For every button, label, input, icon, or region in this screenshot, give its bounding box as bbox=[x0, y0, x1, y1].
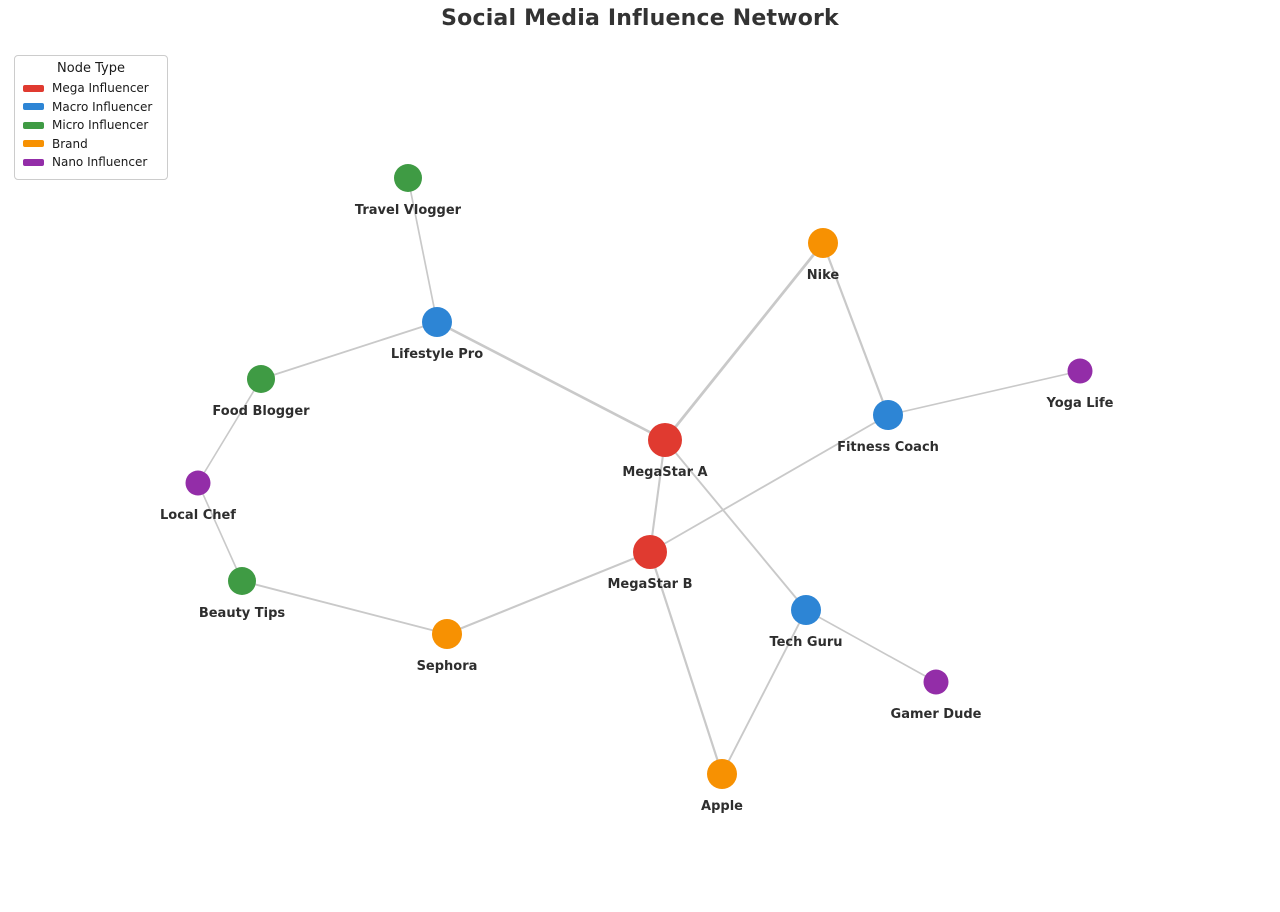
node-apple bbox=[707, 759, 737, 789]
node-local-chef bbox=[185, 470, 211, 496]
edge-megastar-b-apple bbox=[648, 551, 724, 775]
edge-fitness-coach-megastar-b bbox=[649, 414, 889, 553]
node-yoga-life bbox=[1067, 358, 1093, 384]
legend-item-label: Micro Influencer bbox=[52, 118, 149, 133]
node-nike bbox=[808, 228, 838, 258]
edge-lifestyle-pro-megastar-a bbox=[436, 320, 666, 442]
legend-item-brand: Brand bbox=[23, 135, 159, 154]
node-label-nike: Nike bbox=[807, 268, 840, 283]
edge-lifestyle-pro-food-blogger bbox=[260, 321, 438, 380]
edge-megastar-a-nike bbox=[663, 242, 825, 441]
edge-megastar-a-tech-guru bbox=[664, 439, 807, 611]
legend-item-macro-influencer: Macro Influencer bbox=[23, 98, 159, 117]
node-travel-vlogger bbox=[394, 164, 422, 192]
node-label-yoga-life: Yoga Life bbox=[1046, 396, 1114, 411]
chart-title: Social Media Influence Network bbox=[441, 6, 839, 31]
legend-swatch-mega-influencer bbox=[23, 84, 44, 92]
edge-fitness-coach-yoga-life bbox=[887, 370, 1081, 416]
node-label-tech-guru: Tech Guru bbox=[769, 635, 842, 650]
node-label-lifestyle-pro: Lifestyle Pro bbox=[391, 347, 483, 362]
edge-tech-guru-apple bbox=[721, 609, 807, 775]
legend-item-label: Macro Influencer bbox=[52, 99, 153, 114]
edge-local-chef-beauty-tips bbox=[197, 482, 243, 582]
edge-nike-fitness-coach bbox=[821, 242, 890, 416]
legend-title: Node Type bbox=[57, 61, 125, 76]
node-megastar-b bbox=[633, 535, 667, 569]
edge-beauty-tips-sephora bbox=[241, 580, 448, 635]
node-megastar-a bbox=[648, 423, 682, 457]
legend-item-micro-influencer: Micro Influencer bbox=[23, 116, 159, 135]
legend-item-mega-influencer: Mega Influencer bbox=[23, 79, 159, 98]
node-fitness-coach bbox=[873, 400, 903, 430]
legend-swatch-macro-influencer bbox=[23, 103, 44, 111]
node-label-travel-vlogger: Travel Vlogger bbox=[355, 203, 462, 218]
node-beauty-tips bbox=[228, 567, 256, 595]
node-label-fitness-coach: Fitness Coach bbox=[837, 440, 939, 455]
edge-sephora-megastar-b bbox=[446, 551, 651, 635]
legend-item-nano-influencer: Nano Influencer bbox=[23, 153, 159, 172]
node-label-local-chef: Local Chef bbox=[160, 508, 236, 523]
node-food-blogger bbox=[247, 365, 275, 393]
legend-item-label: Mega Influencer bbox=[52, 81, 149, 96]
node-sephora bbox=[432, 619, 462, 649]
node-lifestyle-pro bbox=[422, 307, 452, 337]
legend-item-label: Brand bbox=[52, 136, 88, 151]
legend: Node Type Mega Influencer Macro Influenc… bbox=[14, 55, 168, 180]
edge-food-blogger-local-chef bbox=[197, 378, 262, 484]
node-label-apple: Apple bbox=[701, 799, 743, 814]
edge-megastar-a-megastar-b bbox=[648, 439, 667, 553]
legend-swatch-nano-influencer bbox=[23, 158, 44, 166]
legend-swatch-micro-influencer bbox=[23, 121, 44, 129]
node-gamer-dude bbox=[923, 669, 949, 695]
legend-item-label: Nano Influencer bbox=[52, 155, 148, 170]
edge-travel-vlogger-lifestyle-pro bbox=[407, 177, 438, 323]
node-label-megastar-b: MegaStar B bbox=[607, 577, 692, 592]
node-tech-guru bbox=[791, 595, 821, 625]
node-label-food-blogger: Food Blogger bbox=[212, 404, 310, 419]
legend-swatch-brand bbox=[23, 140, 44, 148]
node-label-sephora: Sephora bbox=[417, 659, 478, 674]
node-label-megastar-a: MegaStar A bbox=[622, 465, 707, 480]
edge-tech-guru-gamer-dude bbox=[805, 609, 937, 683]
node-label-beauty-tips: Beauty Tips bbox=[199, 606, 286, 621]
node-label-gamer-dude: Gamer Dude bbox=[891, 707, 982, 722]
